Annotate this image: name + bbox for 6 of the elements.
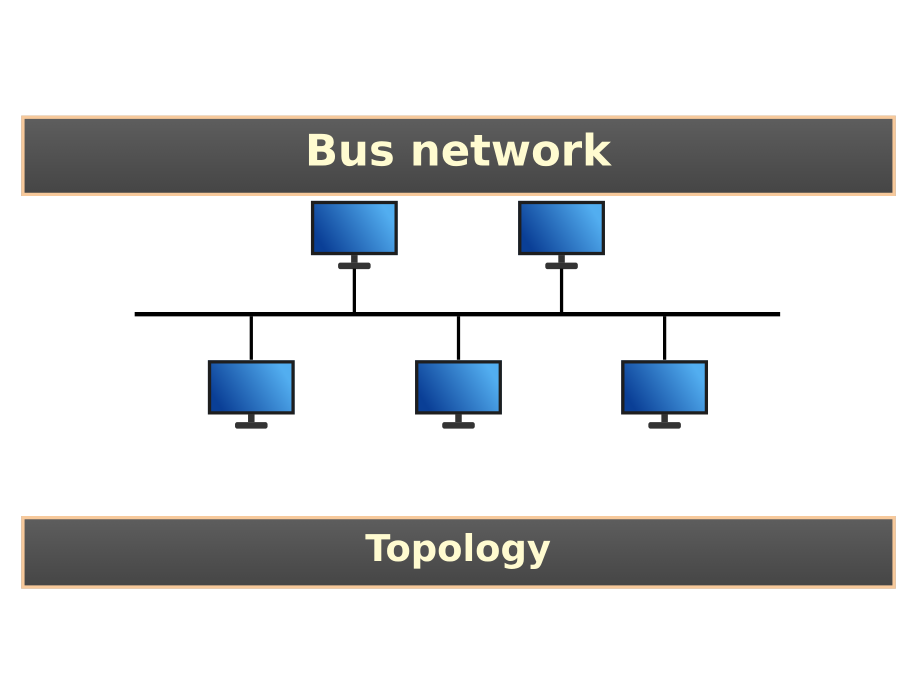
diagram-title: Bus network xyxy=(305,126,611,177)
connector xyxy=(250,316,253,360)
caption: Topology xyxy=(365,527,551,570)
connector xyxy=(662,316,666,360)
node-line xyxy=(134,312,780,316)
connector xyxy=(456,316,460,360)
